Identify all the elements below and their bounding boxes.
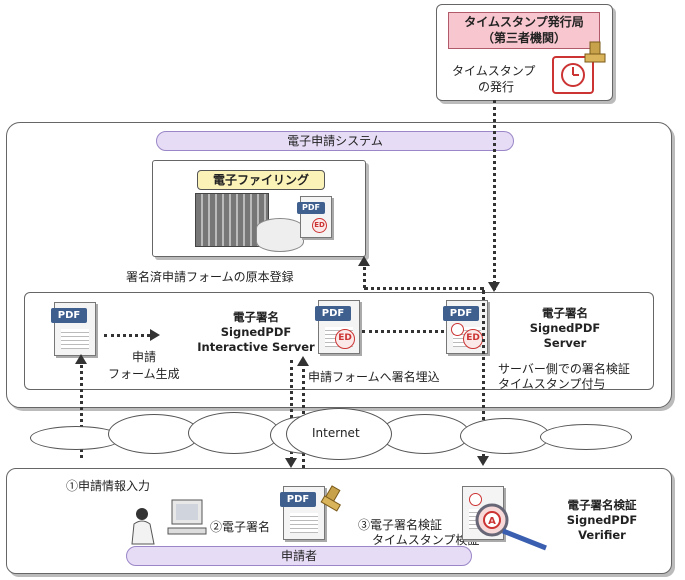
cloud-2 xyxy=(108,414,200,454)
signedpdf-server-label: 電子署名 SignedPDF Server xyxy=(520,306,610,351)
cloud-3 xyxy=(188,412,280,454)
arrow-down-icon xyxy=(285,458,297,468)
applicant-verify-line1: ③電子署名検証 xyxy=(358,518,443,532)
verifier-line1: 電子署名検証 xyxy=(567,498,637,512)
applicant-verify-line2: タイムスタンプ検証 xyxy=(372,533,480,547)
sign-label: ②電子署名 xyxy=(210,520,271,534)
server-to-filing-line xyxy=(364,287,484,290)
filing-return-line xyxy=(363,262,366,288)
cloud-7 xyxy=(540,424,632,450)
tsa-title-line2: （第三者機関） xyxy=(481,31,566,45)
tsa-issue-line2: の発行 xyxy=(478,80,515,94)
verify-line1: サーバー側での署名検証 xyxy=(498,362,630,376)
form-gen-line2: フォーム生成 xyxy=(108,367,180,381)
timestamped-pdf-icon: PDF ED xyxy=(443,300,488,354)
cloud-6 xyxy=(460,418,550,454)
form-gen-line1: 申請 xyxy=(132,350,157,364)
filed-pdf-icon: PDF ED xyxy=(297,196,332,238)
person-icon xyxy=(128,506,164,546)
sign-line-down xyxy=(290,360,293,460)
arrow-down-icon xyxy=(488,282,500,292)
clock-face-icon xyxy=(561,63,585,87)
applicant-pdf-icon: PDF xyxy=(280,486,325,540)
interactive-line2: SignedPDF xyxy=(220,325,292,339)
interactive-line3: Interactive Server xyxy=(197,340,315,354)
tsa-title-line1: タイムスタンプ発行局 xyxy=(464,15,584,29)
verifier-line2: SignedPDF xyxy=(566,513,638,527)
form-gen-arrow xyxy=(104,334,150,337)
stamp-icon xyxy=(584,41,606,63)
verifier-label: 電子署名検証 SignedPDF Verifier xyxy=(552,498,652,543)
embed-label: 申請フォームへ署名埋込 xyxy=(308,370,440,384)
svg-text:A: A xyxy=(488,516,496,527)
input-label: ①申請情報入力 xyxy=(66,479,151,493)
applicant-banner: 申請者 xyxy=(126,546,472,566)
magnifier-icon: A xyxy=(475,503,547,551)
interactive-server-label: 電子署名 SignedPDF Interactive Server xyxy=(186,310,326,355)
tsa-issue-line1: タイムスタンプ xyxy=(452,64,536,78)
computer-icon xyxy=(164,498,210,538)
internet-label: Internet xyxy=(312,426,360,440)
system-banner: 電子申請システム xyxy=(156,131,514,151)
server-line1: 電子署名 xyxy=(542,306,588,320)
arrow-down-icon xyxy=(477,456,489,466)
arrow-up-icon xyxy=(297,356,309,366)
cloud-1 xyxy=(30,426,122,450)
sign-pen-icon xyxy=(320,485,341,512)
arrow-up-icon xyxy=(75,354,87,364)
server-line2: SignedPDF xyxy=(529,321,601,335)
tsa-title-box: タイムスタンプ発行局 （第三者機関） xyxy=(448,12,600,49)
filing-label: 電子ファイリング xyxy=(197,170,325,190)
storage-cylinder-icon xyxy=(256,218,304,252)
arrow-right-icon xyxy=(150,329,160,341)
verify-line2: タイムスタンプ付与 xyxy=(498,377,606,391)
input-line xyxy=(80,360,83,458)
verifier-line3: Verifier xyxy=(578,528,626,542)
form-pdf-icon: PDF xyxy=(51,302,96,356)
arrow-up-icon xyxy=(358,256,370,266)
server-line3: Server xyxy=(543,336,587,350)
internet-cloud xyxy=(286,408,392,460)
embed-link xyxy=(362,330,444,333)
verify-line xyxy=(482,290,485,458)
cloud-5 xyxy=(380,414,470,454)
interactive-line1: 電子署名 xyxy=(233,310,279,324)
tsa-to-server-line xyxy=(493,100,496,290)
registration-label: 署名済申請フォームの原本登録 xyxy=(126,270,294,284)
signed-pdf-icon: PDF ED xyxy=(315,300,360,354)
